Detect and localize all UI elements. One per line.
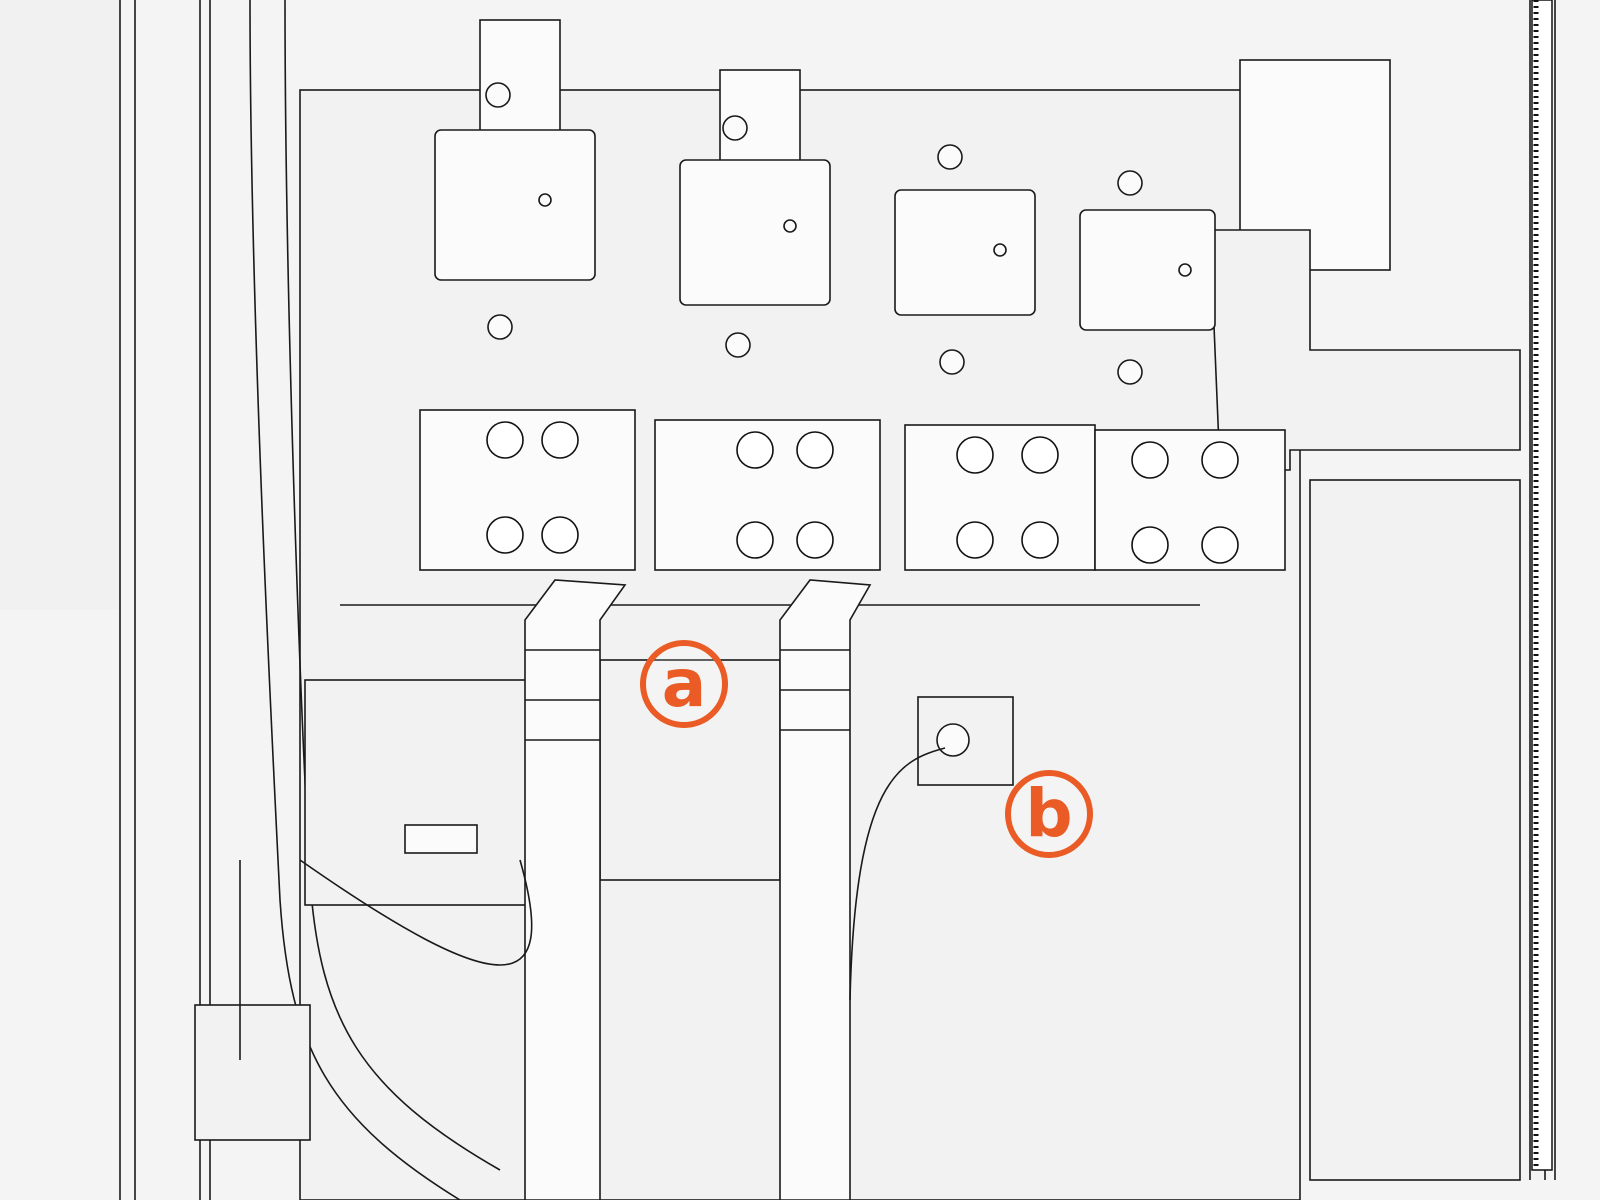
cable-left-1 bbox=[249, 0, 461, 1200]
fuse-3 bbox=[894, 144, 1036, 375]
cable-wraps bbox=[525, 649, 850, 741]
ground-bracket bbox=[194, 1004, 311, 1141]
callout-b-label: b bbox=[1025, 775, 1073, 852]
ground-wire bbox=[849, 747, 946, 1001]
fuse-1 bbox=[434, 19, 596, 340]
power-cable-1 bbox=[524, 579, 627, 1200]
background-wall bbox=[0, 0, 120, 610]
power-cable-2 bbox=[779, 579, 872, 1200]
board-label bbox=[404, 824, 478, 854]
callout-a-label: a bbox=[661, 645, 707, 722]
fuse-4 bbox=[1079, 170, 1216, 385]
ground-stud bbox=[936, 723, 970, 757]
internal-wires bbox=[299, 859, 533, 966]
callout-b: b bbox=[1005, 770, 1093, 858]
terminal-blocks bbox=[419, 409, 1286, 571]
fuse-2 bbox=[679, 69, 831, 358]
cabinet-left-frame bbox=[119, 0, 211, 1200]
right-panel bbox=[1309, 479, 1521, 1181]
callout-a: a bbox=[640, 640, 728, 728]
